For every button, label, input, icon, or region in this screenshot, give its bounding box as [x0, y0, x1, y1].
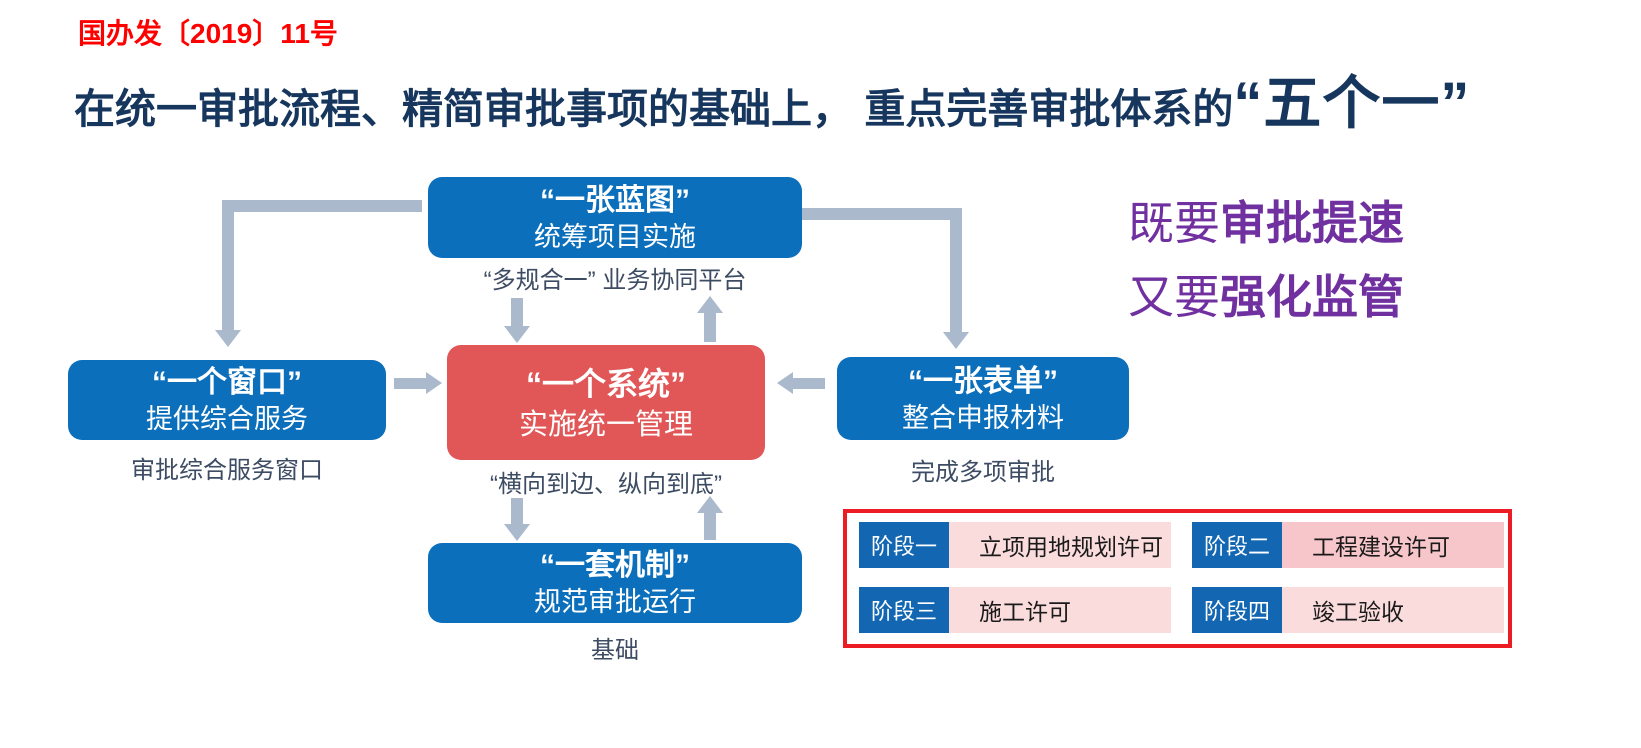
- arrow-system-to-mechanism-shaft: [511, 498, 523, 524]
- page-title-main: 在统一审批流程、精简审批事项的基础上， 重点完善审批体系的: [74, 86, 1234, 132]
- node-blueprint-subtitle: 统筹项目实施: [534, 221, 696, 252]
- node-mechanism: “一套机制” 规范审批运行: [428, 543, 802, 623]
- arrow-down-icon: [504, 326, 530, 343]
- arrow-down-icon: [504, 524, 530, 541]
- connector-blueprint-to-window-horizontal: [222, 200, 422, 212]
- arrow-system-to-blueprint-shaft: [704, 313, 716, 342]
- caption-blueprint: “多规合一” 业务协同平台: [483, 267, 747, 294]
- stage-label: 阶段二: [1192, 522, 1282, 568]
- stage-row: 阶段三 施工许可: [859, 587, 1171, 633]
- stage-value: 工程建设许可: [1282, 522, 1504, 568]
- node-blueprint: “一张蓝图” 统筹项目实施: [428, 177, 802, 258]
- arrow-left-icon: [777, 372, 793, 394]
- arrow-up-icon: [697, 296, 723, 313]
- stage-row: 阶段二 工程建设许可: [1192, 522, 1504, 568]
- caption-system: “横向到边、纵向到底”: [490, 471, 722, 498]
- arrow-form-to-system-shaft: [793, 378, 825, 389]
- caption-form: 完成多项审批: [911, 459, 1055, 486]
- arrow-right-icon: [426, 372, 442, 394]
- side-note-line1-prefix: 既要: [1128, 197, 1220, 249]
- node-mechanism-title: “一套机制”: [540, 549, 690, 582]
- connector-blueprint-to-form-horizontal: [800, 208, 962, 220]
- arrow-down-icon: [943, 332, 969, 349]
- node-window: “一个窗口” 提供综合服务: [68, 360, 386, 440]
- side-note-line2-bold: 强化监管: [1220, 271, 1404, 323]
- side-note-line2: 又要强化监管: [1128, 260, 1404, 334]
- side-note: 既要审批提速 又要强化监管: [1128, 186, 1404, 334]
- arrow-down-icon: [215, 330, 241, 347]
- stage-row: 阶段一 立项用地规划许可: [859, 522, 1171, 568]
- arrow-up-icon: [697, 496, 723, 513]
- node-mechanism-subtitle: 规范审批运行: [534, 587, 696, 617]
- page-title-highlight: “五个一”: [1233, 71, 1471, 136]
- stage-panel: 阶段一 立项用地规划许可 阶段二 工程建设许可 阶段三 施工许可 阶段四 竣工验…: [843, 509, 1512, 648]
- side-note-line1-bold: 审批提速: [1220, 197, 1404, 249]
- node-form-subtitle: 整合申报材料: [902, 402, 1064, 433]
- node-window-subtitle: 提供综合服务: [146, 404, 308, 434]
- stage-label: 阶段一: [859, 522, 949, 568]
- node-blueprint-title: “一张蓝图”: [540, 183, 690, 217]
- node-form-title: “一张表单”: [908, 364, 1058, 398]
- connector-blueprint-to-form-vertical: [950, 208, 962, 334]
- caption-window: 审批综合服务窗口: [131, 457, 323, 484]
- caption-mechanism: 基础: [591, 637, 639, 664]
- stage-label: 阶段四: [1192, 587, 1282, 633]
- stage-label: 阶段三: [859, 587, 949, 633]
- stage-value: 竣工验收: [1282, 587, 1504, 633]
- arrow-blueprint-to-system-shaft: [511, 298, 523, 326]
- connector-blueprint-to-window-vertical: [222, 200, 234, 332]
- side-note-line1: 既要审批提速: [1128, 186, 1404, 260]
- node-window-title: “一个窗口”: [152, 366, 302, 399]
- node-system-title: “一个系统”: [525, 365, 686, 402]
- stage-value: 立项用地规划许可: [949, 522, 1171, 568]
- node-system: “一个系统” 实施统一管理: [447, 345, 765, 460]
- node-system-subtitle: 实施统一管理: [518, 408, 693, 441]
- side-note-line2-prefix: 又要: [1128, 271, 1220, 323]
- stage-row: 阶段四 竣工验收: [1192, 587, 1504, 633]
- node-form: “一张表单” 整合申报材料: [837, 357, 1129, 440]
- stage-value: 施工许可: [949, 587, 1171, 633]
- page-title: 在统一审批流程、精简审批事项的基础上， 重点完善审批体系的“五个一”: [74, 56, 1554, 140]
- arrow-mechanism-to-system-shaft: [704, 513, 716, 540]
- arrow-window-to-system-shaft: [394, 378, 426, 389]
- doc-number: 国办发〔2019〕11号: [78, 18, 338, 49]
